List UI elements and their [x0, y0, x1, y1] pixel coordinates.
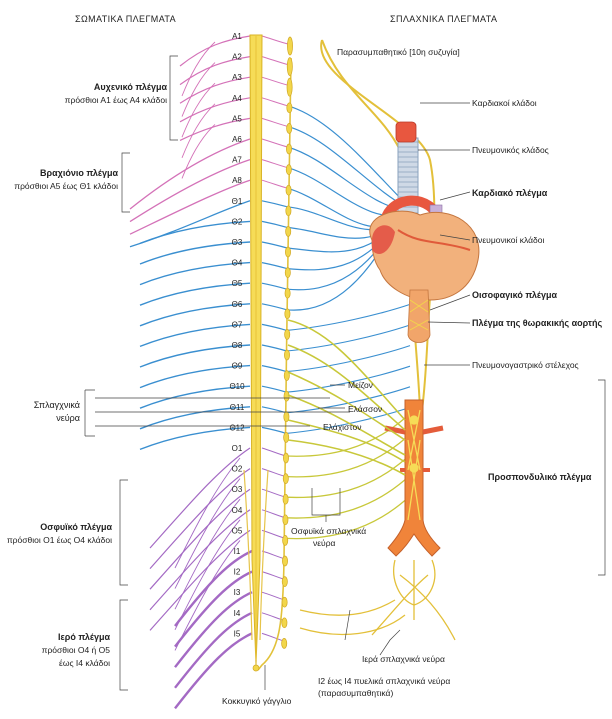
segment-label: Ο3	[232, 485, 243, 494]
pulmonary-branch-label: Πνευμονικός κλάδος	[472, 145, 549, 155]
lesser-splanchnic-label: Ελάσσον	[348, 404, 382, 414]
splanchnic-label-1: Σπλαγχνικά	[34, 400, 80, 410]
segment-label: A7	[232, 156, 242, 165]
sacral-splanchnic-label: Ιερά σπλαχνικά νεύρα	[362, 654, 445, 664]
segment-label: Ι1	[234, 547, 241, 556]
segment-label: A6	[232, 135, 242, 144]
segment-label: Θ2	[232, 217, 243, 226]
segment-label: Ι5	[234, 629, 241, 638]
segment-label: Θ6	[232, 300, 243, 309]
somatic-labels: Αυχενικό πλέγμα πρόσθιοι Α1 έως Α4 κλάδο…	[7, 82, 168, 668]
leader-lines	[95, 102, 471, 690]
segment-label: A1	[232, 32, 242, 41]
vagal-trunk-label: Πνευμονογαστρικό στέλεχος	[472, 360, 579, 370]
segment-label: Θ9	[232, 362, 243, 371]
trachea	[397, 137, 419, 214]
pelvic-plexus	[299, 559, 456, 641]
segment-label: A8	[232, 176, 242, 185]
visceral-labels: Παρασυμπαθητικό [10η συζυγία] Καρδιακοί …	[222, 47, 602, 706]
cervical-plexus-title: Αυχενικό πλέγμα	[94, 82, 168, 92]
visceral-header: ΣΠΛΑΧΝΙΚΑ ΠΛΕΓΜΑΤΑ	[390, 14, 497, 24]
greater-splanchnic-label: Μείζον	[348, 380, 373, 390]
segment-label: A5	[232, 114, 242, 123]
lumbar-splanchnic-label-1: Οσφυϊκά σπλαχνικά	[291, 526, 366, 536]
segment-label: A3	[232, 73, 242, 82]
segment-label: Θ12	[229, 423, 245, 432]
esophageal-plexus-label: Οισοφαγικό πλέγμα	[472, 290, 557, 300]
heart	[369, 210, 480, 301]
cardiac-plexus-label: Καρδιακό πλέγμα	[472, 188, 548, 198]
brackets	[84, 55, 606, 691]
parasympathetic-label: Παρασυμπαθητικό [10η συζυγία]	[337, 47, 460, 57]
segment-label: A2	[232, 53, 242, 62]
segment-label: Θ11	[230, 403, 245, 412]
segment-label: Ι3	[234, 588, 241, 597]
sacral-plexus-desc-2: έως Ι4 κλάδοι	[59, 658, 110, 668]
thoracic-aortic-plexus-label: Πλέγμα της θωρακικής αορτής	[472, 318, 602, 328]
sacral-plexus-title: Ιερό πλέγμα	[58, 632, 110, 642]
esophagus	[407, 289, 431, 343]
segment-label: Ο5	[232, 526, 243, 535]
pelvic-splanchnic-label-2: (παρασυμπαθητικά)	[318, 688, 393, 698]
segment-label: Ι4	[234, 609, 241, 618]
cervical-plexus-desc: πρόσθιοι Α1 έως Α4 κλάδοι	[65, 95, 167, 105]
segment-label: A4	[232, 94, 242, 103]
sacral-plexus-desc-1: πρόσθιοι Ο4 ή Ο5	[42, 645, 111, 655]
segment-labels: A1A2A3A4A5A6A7A8Θ1Θ2Θ3Θ4Θ5Θ6Θ7Θ8Θ9Θ10Θ11…	[229, 32, 245, 638]
pulmonary-branches-label: Πνευμονικοί κλάδοι	[472, 235, 544, 245]
segment-label: Θ5	[232, 279, 243, 288]
splanchnic-label-2: νεύρα	[56, 413, 80, 423]
least-splanchnic-label: Ελάχιστον	[323, 422, 362, 432]
brachial-plexus-desc: πρόσθιοι Α5 έως Θ1 κλάδοι	[14, 181, 118, 191]
abdominal-aorta	[384, 399, 444, 557]
lumbar-plexus-desc: πρόσθιοι Ο1 έως Ο4 κλάδοι	[7, 535, 112, 545]
segment-label: Ο2	[232, 465, 243, 474]
segment-label: Θ10	[229, 382, 245, 391]
segment-label: Ο1	[232, 444, 243, 453]
coccygeal-ganglion-label: Κοκκυγικό γάγγλιο	[222, 696, 292, 706]
segment-label: Θ4	[232, 259, 243, 268]
thoracic-splanchnic-nerves	[287, 319, 406, 476]
spinal-cord	[243, 34, 269, 666]
sympathetic-chain	[252, 36, 293, 672]
segment-label: Ι2	[234, 568, 241, 577]
lumbar-plexus-title: Οσφυϊκό πλέγμα	[40, 522, 112, 532]
segment-label: Θ8	[232, 341, 243, 350]
somatic-header: ΣΩΜΑΤΙΚΑ ΠΛΕΓΜΑΤΑ	[75, 14, 176, 24]
cardiac-branches-label: Καρδιακοί κλάδοι	[472, 98, 537, 108]
segment-label: Θ7	[232, 320, 243, 329]
spinal-nerves	[129, 35, 411, 710]
segment-label: Θ3	[232, 238, 243, 247]
brachial-plexus-title: Βραχιόνιο πλέγμα	[40, 168, 118, 178]
segment-label: Θ1	[232, 197, 243, 206]
segment-label: Ο4	[232, 506, 243, 515]
lumbar-splanchnic-label-2: νεύρα	[313, 538, 336, 548]
pelvic-splanchnic-label-1: Ι2 έως Ι4 πυελικά σπλαχνικά νεύρα	[318, 676, 450, 686]
prevertebral-plexus-label: Προσπονδυλικό πλέγμα	[488, 472, 592, 482]
